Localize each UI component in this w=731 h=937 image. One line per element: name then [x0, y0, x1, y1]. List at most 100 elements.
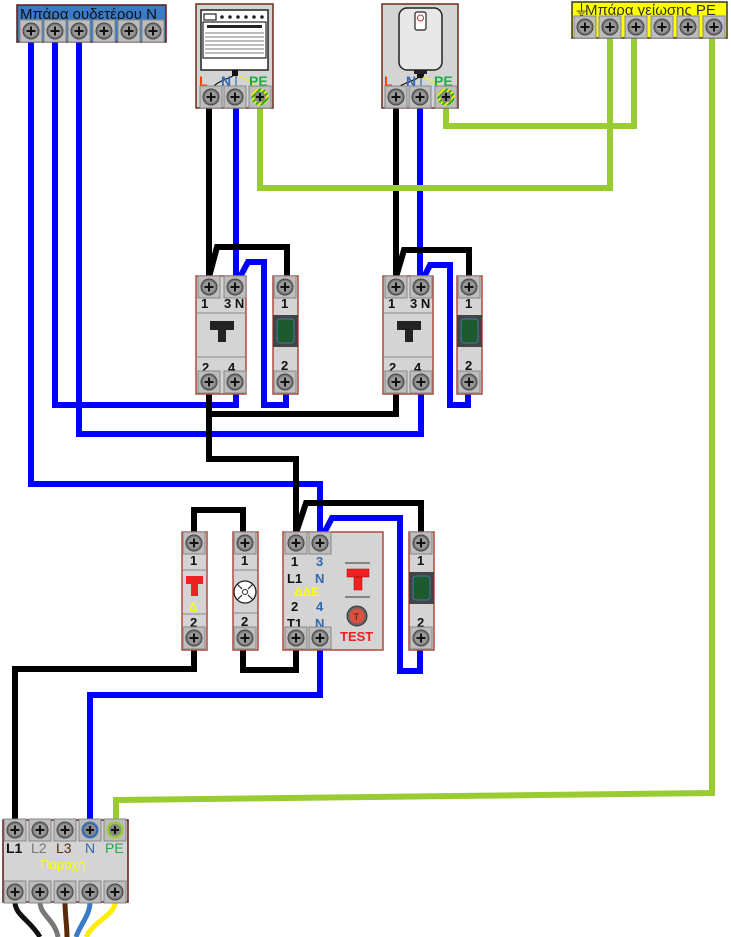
- screw-icon: [223, 275, 247, 299]
- indicator-lamp-icon: [460, 318, 479, 344]
- screw-icon: [702, 15, 726, 39]
- screw-icon: [182, 626, 206, 650]
- terminal-label: 1: [190, 553, 197, 568]
- toggle-lever-icon[interactable]: [397, 321, 421, 342]
- screw-icon: [223, 370, 247, 394]
- oven-appliance: L N PE: [195, 3, 274, 109]
- indicator-left: 1 2: [272, 275, 299, 395]
- phase-wire: [191, 507, 246, 533]
- screw-icon: [598, 15, 622, 39]
- screw-icon: [457, 370, 481, 394]
- screw-icon: [384, 370, 408, 394]
- earth-bar: ⏚ Μπάρα γείωσης PE: [571, 1, 728, 39]
- screw-icon: [117, 19, 141, 43]
- screw-icon: [676, 15, 700, 39]
- terminal-label: 4: [316, 599, 324, 614]
- neutral-wire: [321, 515, 423, 674]
- phase-wire: [206, 393, 299, 533]
- earth-bar-label: Μπάρα γείωσης PE: [585, 2, 716, 19]
- screw-icon: [92, 19, 116, 43]
- screw-icon: [384, 275, 408, 299]
- supply-terminal-block: L1 L2 L3 N PE Παροχή: [2, 818, 129, 937]
- terminal-label: 2: [241, 614, 248, 629]
- screw-icon: [573, 15, 597, 39]
- screw-icon: [308, 531, 332, 555]
- breaker-left[interactable]: 1 3 N 2 4: [195, 275, 247, 395]
- terminal-label-L: L: [199, 73, 208, 89]
- earth-symbol-icon: ⏚: [574, 2, 589, 19]
- terminal-label-L2: L2: [31, 840, 47, 856]
- screw-icon: [409, 531, 433, 555]
- terminal-label: 2: [417, 615, 424, 630]
- screw-icon: [182, 531, 206, 555]
- neutral-screw-icon: [78, 818, 102, 842]
- terminal-label-PE: PE: [105, 840, 124, 856]
- screw-icon: [103, 880, 127, 904]
- indicator-lamp-icon: [412, 575, 431, 601]
- main-switch[interactable]: 1 Δ 2: [181, 531, 208, 651]
- neutral-wire: [52, 42, 239, 408]
- screw-icon: [233, 626, 257, 650]
- screw-icon: [197, 275, 221, 299]
- screw-icon: [284, 531, 308, 555]
- terminal-label: 2: [389, 360, 396, 375]
- terminal-label: 3 N: [410, 296, 430, 311]
- terminal-label: 2: [465, 358, 472, 373]
- phase-wire: [393, 247, 472, 278]
- terminal-label-PE: PE: [434, 73, 453, 89]
- terminal-label: 2: [281, 358, 288, 373]
- screw-icon: [28, 818, 52, 842]
- red-lever-icon[interactable]: [346, 568, 370, 591]
- screw-icon: [273, 370, 297, 394]
- screw-icon: [409, 275, 433, 299]
- test-button[interactable]: T: [346, 605, 368, 627]
- red-lever-icon[interactable]: [186, 576, 203, 596]
- indicator-lamp-icon: [276, 318, 295, 344]
- screw-icon: [197, 370, 221, 394]
- neutral-bar: Μπάρα ουδετέρου N: [16, 4, 167, 43]
- screw-icon: [233, 531, 257, 555]
- phase-wire: [293, 500, 424, 534]
- terminal-label-L3: L3: [56, 840, 72, 856]
- screw-icon: [28, 880, 52, 904]
- screw-icon: [284, 626, 308, 650]
- terminal-label: 2: [291, 599, 298, 614]
- delta-symbol: Δ: [189, 600, 197, 614]
- screw-icon: [223, 85, 247, 109]
- phase-wire: [206, 244, 290, 278]
- screw-icon: [408, 85, 432, 109]
- terminal-label: 1: [417, 553, 424, 568]
- screw-icon: [650, 15, 674, 39]
- oven-icon: [200, 9, 269, 94]
- phase-wire: [12, 648, 197, 827]
- screw-icon: [53, 880, 77, 904]
- screw-icon: [53, 818, 77, 842]
- terminal-label-N: N: [85, 840, 95, 856]
- screw-icon: [19, 19, 43, 43]
- screw-icon: [624, 15, 648, 39]
- screw-icon: [308, 626, 332, 650]
- terminal-label-L: L: [384, 73, 393, 89]
- terminal-label: 1: [201, 296, 208, 311]
- screw-icon: [67, 19, 91, 43]
- terminal-label: 1: [281, 296, 288, 311]
- terminal-label: 4: [228, 360, 236, 375]
- lamp-icon: [233, 580, 257, 604]
- neutral-wire: [76, 42, 424, 437]
- screw-icon: [457, 275, 481, 299]
- screw-icon: [3, 818, 27, 842]
- rcd-name-label: ΔΔΕ: [294, 585, 319, 599]
- test-label: TEST: [340, 629, 373, 644]
- terminal-label: N: [315, 616, 324, 631]
- screw-icon: [141, 19, 165, 43]
- rcd-device[interactable]: 1 3 L1 N ΔΔΕ 2 4 T1 N T TEST: [282, 531, 384, 651]
- toggle-lever-icon[interactable]: [210, 321, 234, 342]
- neutral-wire: [237, 259, 289, 408]
- lamp-module: 1 2: [232, 531, 259, 651]
- terminal-label: 3: [316, 554, 323, 569]
- breaker-right[interactable]: 1 3 N 2 4: [382, 275, 434, 395]
- earth-wire: [257, 28, 613, 191]
- wires: [12, 28, 715, 827]
- earth-screw-icon: [248, 85, 272, 109]
